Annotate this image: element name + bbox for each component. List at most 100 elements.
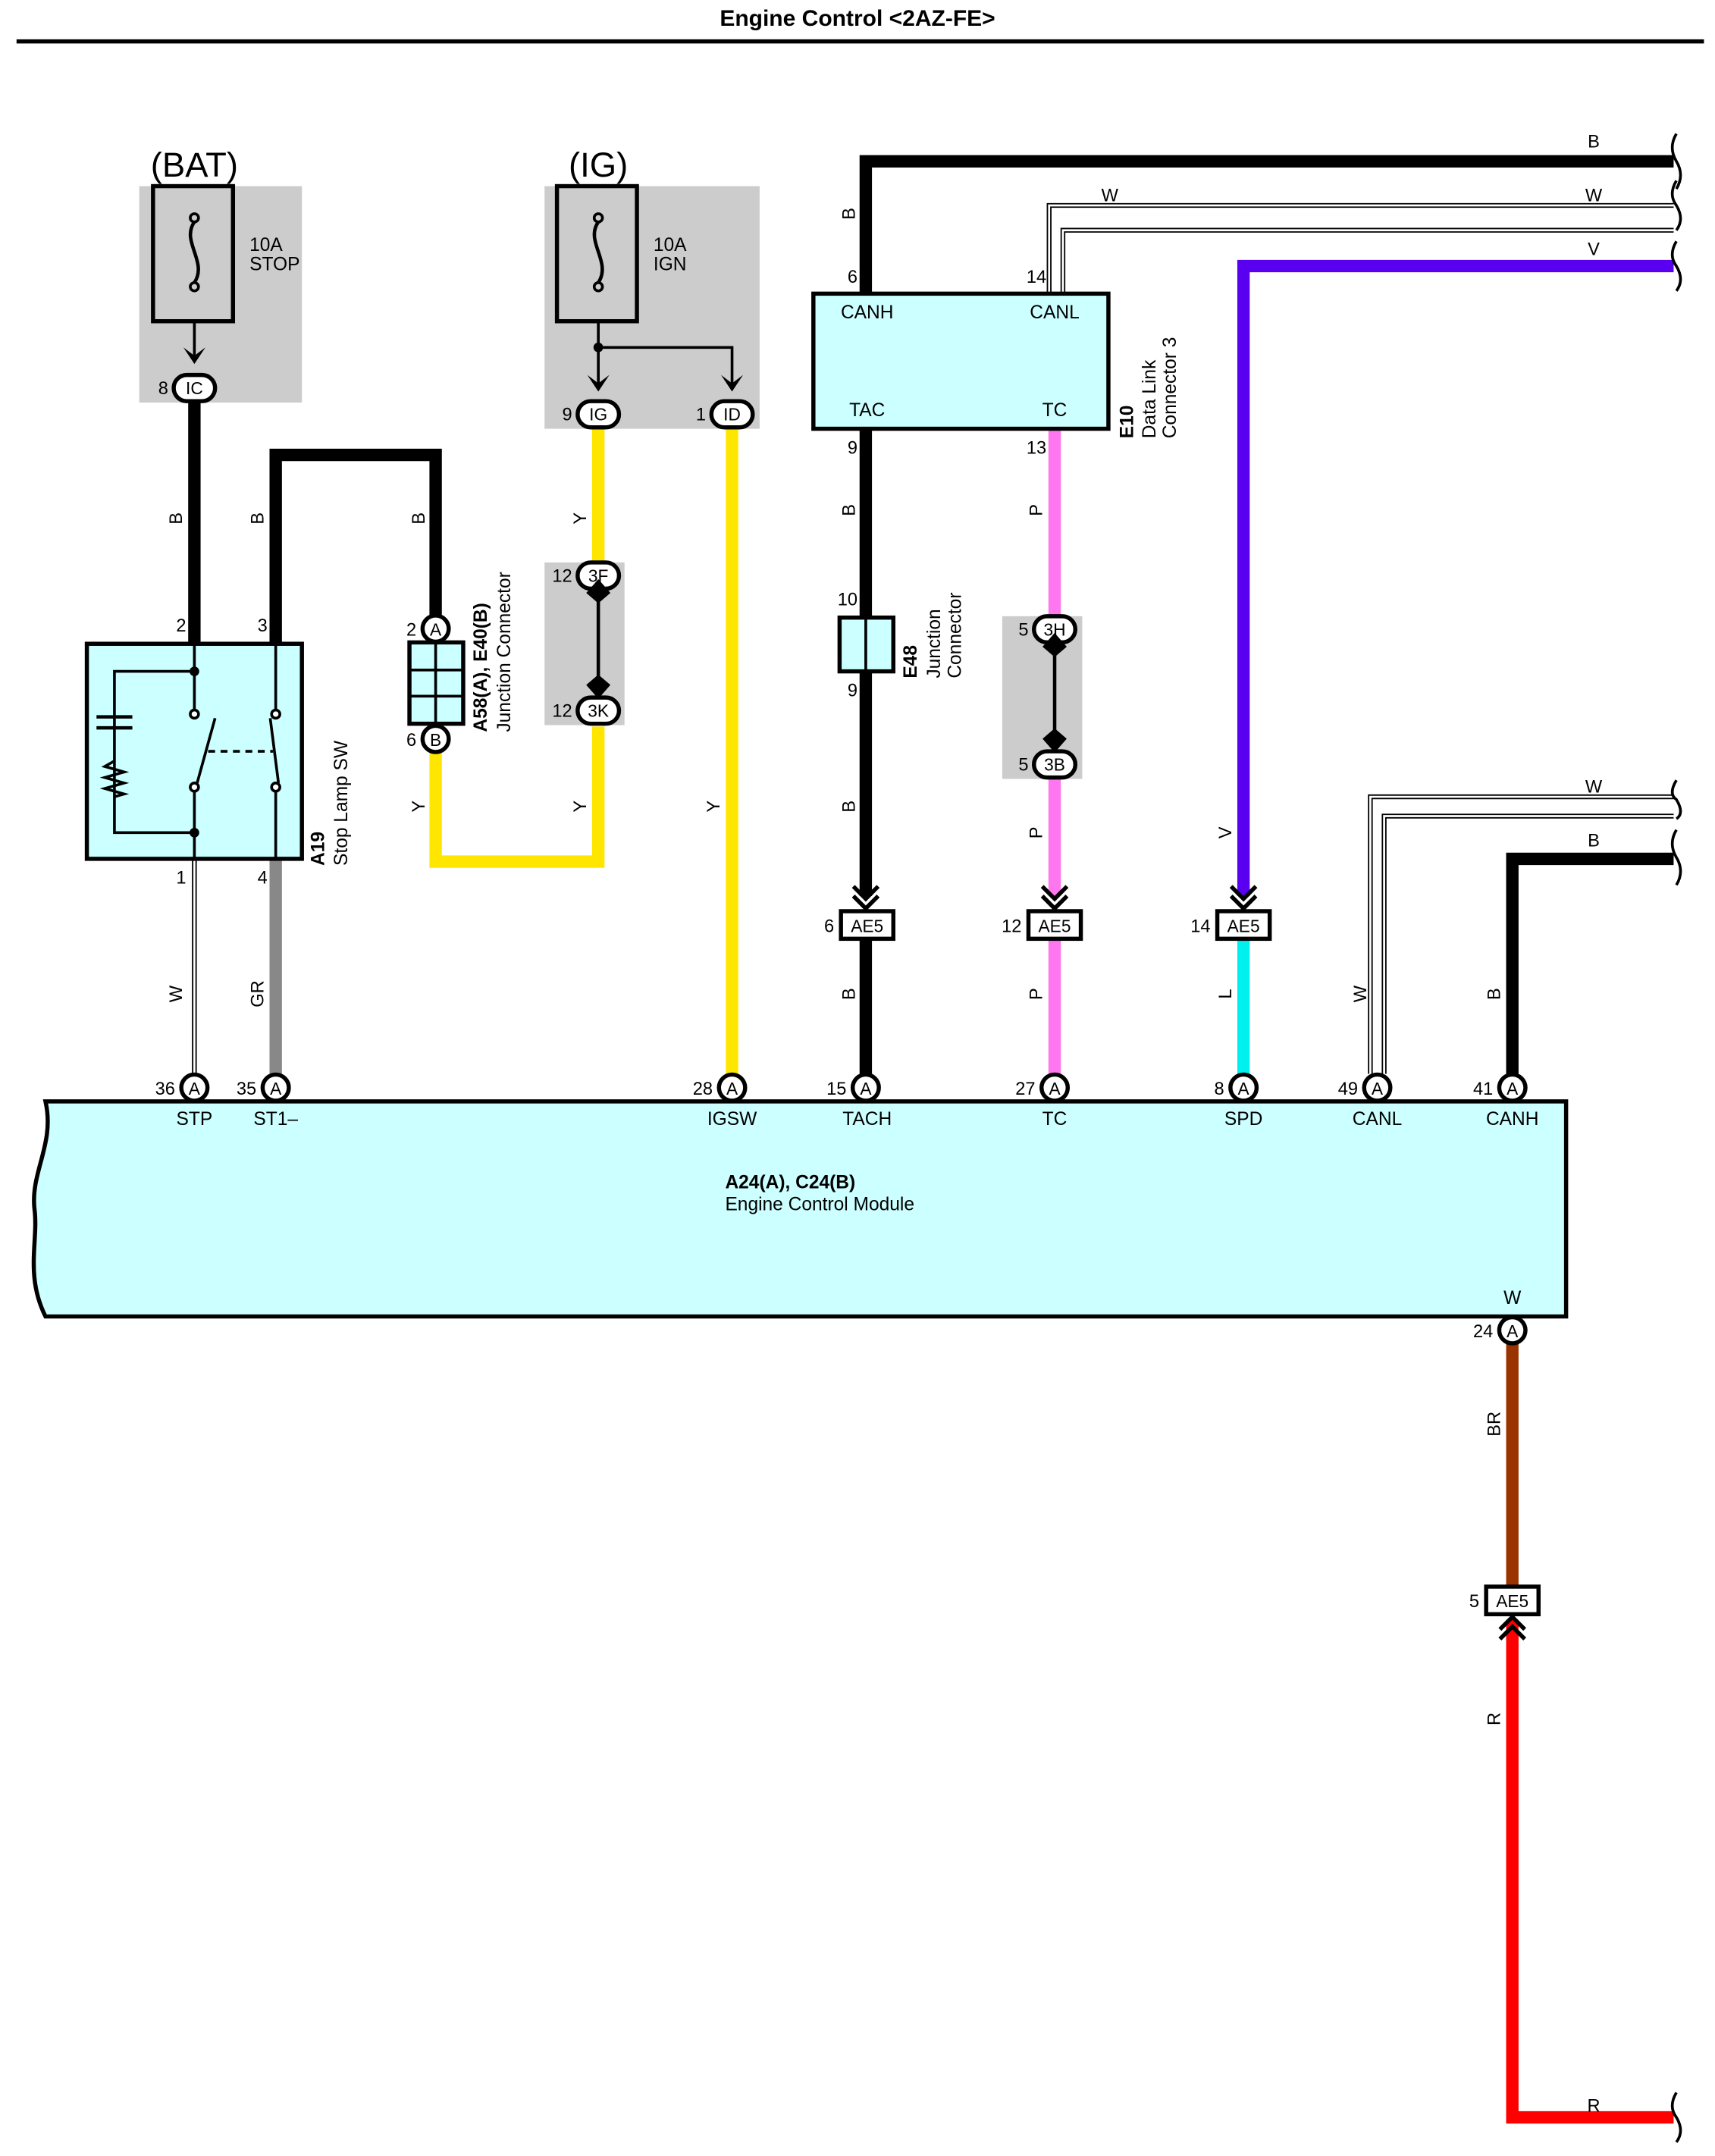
connector-3f-label: 3F: [588, 566, 609, 585]
stop-lamp-switch: [84, 641, 304, 861]
ecm-pin-36: 36: [155, 1080, 175, 1099]
engine-control-module: [31, 1099, 1569, 1319]
fuse-stop-amp: 10A: [249, 235, 283, 255]
pin-14-dlc: 14: [1027, 268, 1046, 287]
wire-canh-b: [1506, 852, 1674, 1074]
pin-6-a58: 6: [406, 731, 416, 751]
wire-canl-w-outer: [1368, 794, 1674, 1074]
ecm-pin-24-letter: A: [1507, 1321, 1519, 1341]
pin-6-ae5: 6: [824, 917, 834, 936]
ecm-pin-15-letter: A: [860, 1079, 872, 1098]
wire-canl-w2-inner: [1383, 815, 1674, 1074]
ecm-pin-41-shape: [1497, 1072, 1528, 1103]
ae5-chevrons: [851, 885, 1526, 1641]
wl-ig-y: Y: [571, 512, 591, 525]
e10-id: E10: [1118, 406, 1138, 439]
pin-9-e48: 9: [848, 681, 858, 700]
wl-e48-b: B: [839, 801, 859, 813]
ecm-terminal-w: W: [1503, 1288, 1522, 1308]
wl-tc-p2: P: [1027, 826, 1047, 838]
ecm-pin-41: 41: [1473, 1080, 1493, 1099]
dlc-canh: CANH: [841, 302, 894, 323]
ecm-pin-15: 15: [826, 1080, 846, 1099]
ecm-pin-27-letter: A: [1049, 1079, 1061, 1098]
ecm-pin-28: 28: [693, 1080, 713, 1099]
ecm-pin-35-shape: [260, 1072, 291, 1103]
wire-w24-r: [1506, 1619, 1674, 2124]
pin-2-a58: 2: [406, 620, 416, 640]
ecm-pin-49: 49: [1338, 1080, 1358, 1099]
wl-dlc6-b: B: [839, 208, 859, 220]
pin-9-ig: 9: [562, 406, 572, 425]
wire-top-b: [859, 155, 1674, 294]
ecm-pin-28-letter: A: [726, 1079, 738, 1098]
pin-6-dlc: 6: [848, 268, 858, 287]
wl-w24-r-right: R: [1587, 2097, 1600, 2117]
connector-id-shape: [709, 399, 755, 430]
ecm-terminal-canl: CANL: [1353, 1109, 1402, 1130]
wl-tc-p: P: [1027, 504, 1047, 516]
connector-3h-label: 3H: [1043, 619, 1065, 639]
wire-top-w-inner: [1048, 204, 1674, 294]
a58-pin-a-shape: [420, 613, 451, 644]
ecm-terminal-stp: STP: [177, 1109, 213, 1130]
a19-id: A19: [308, 832, 328, 866]
pin-12-3k: 12: [552, 702, 572, 722]
wl-top-w2: W: [1585, 186, 1603, 206]
wl-stop-b: B: [167, 512, 187, 525]
wl-w24-br: BR: [1485, 1412, 1504, 1437]
ecm-terminal-tach: TACH: [842, 1109, 892, 1130]
wl-igsw-y: Y: [704, 801, 724, 813]
ecm-terminal-tc: TC: [1042, 1109, 1068, 1130]
ecm-name: Engine Control Module: [725, 1195, 914, 1215]
wl-st1-b: B: [248, 512, 268, 525]
wl-spd-l: L: [1216, 989, 1236, 999]
wl-spd-v: V: [1216, 826, 1236, 838]
ae5-5-label: AE5: [1496, 1591, 1528, 1611]
ecm-terminal-st1: ST1–: [253, 1109, 298, 1130]
pin-5-ae5: 5: [1469, 1592, 1479, 1612]
a58-pin-b-shape: [420, 723, 451, 754]
ecm-pin-49-letter: A: [1372, 1079, 1384, 1098]
dlc-canl: CANL: [1030, 302, 1079, 323]
ae5-14-label: AE5: [1227, 916, 1260, 935]
pin-9-dlc: 9: [848, 438, 858, 458]
e48-name2: Connector: [945, 592, 965, 678]
wl-canh-b: B: [1485, 988, 1504, 1000]
fuse-stop: [151, 183, 236, 365]
ecm-terminal-spd: SPD: [1224, 1109, 1262, 1130]
pin-1-id: 1: [696, 406, 706, 425]
pin-10-e48: 10: [838, 590, 858, 610]
wl-tc-p3: P: [1027, 988, 1047, 1000]
pin-12-ae5: 12: [1002, 917, 1021, 936]
a58-name: Junction Connector: [494, 572, 515, 732]
connector-ig-label: IG: [589, 405, 607, 425]
wl-top-w1: W: [1102, 186, 1119, 206]
wl-jc-y: Y: [571, 801, 591, 813]
wire-top-w2-inner: [1061, 229, 1674, 294]
pin-8-ic: 8: [158, 379, 168, 399]
break-marks: [1670, 133, 1682, 2143]
connector-ig-shape: [575, 399, 622, 430]
wl-canh-b-right: B: [1588, 832, 1600, 851]
ecm-pin-15-shape: [850, 1072, 881, 1103]
connector-3b-label: 3B: [1044, 755, 1065, 775]
fuse-ign: [554, 183, 744, 392]
wl-top-b: B: [1588, 133, 1600, 152]
ecm-pin-35-letter: A: [270, 1079, 282, 1098]
connector-id-label: ID: [723, 405, 741, 425]
wl-canl-w-right: W: [1585, 778, 1603, 798]
ecm-pin-41-letter: A: [1507, 1079, 1519, 1098]
wl-tach-b: B: [839, 988, 859, 1000]
page-title: Engine Control <2AZ-FE>: [720, 6, 995, 31]
dlc-tac: TAC: [849, 400, 885, 421]
pin-1-a19: 1: [176, 869, 186, 888]
wl-stp-w: W: [167, 985, 187, 1002]
wl-tac-b: B: [839, 504, 859, 516]
e10-name2: Connector 3: [1160, 337, 1180, 439]
a58-id: A58(A), E40(B): [471, 603, 491, 732]
ecm-pin-8-letter: A: [1238, 1079, 1250, 1098]
ecm-pin-27: 27: [1015, 1080, 1035, 1099]
a19-name: Stop Lamp SW: [331, 740, 352, 866]
wl-a58-b: B: [409, 512, 429, 525]
